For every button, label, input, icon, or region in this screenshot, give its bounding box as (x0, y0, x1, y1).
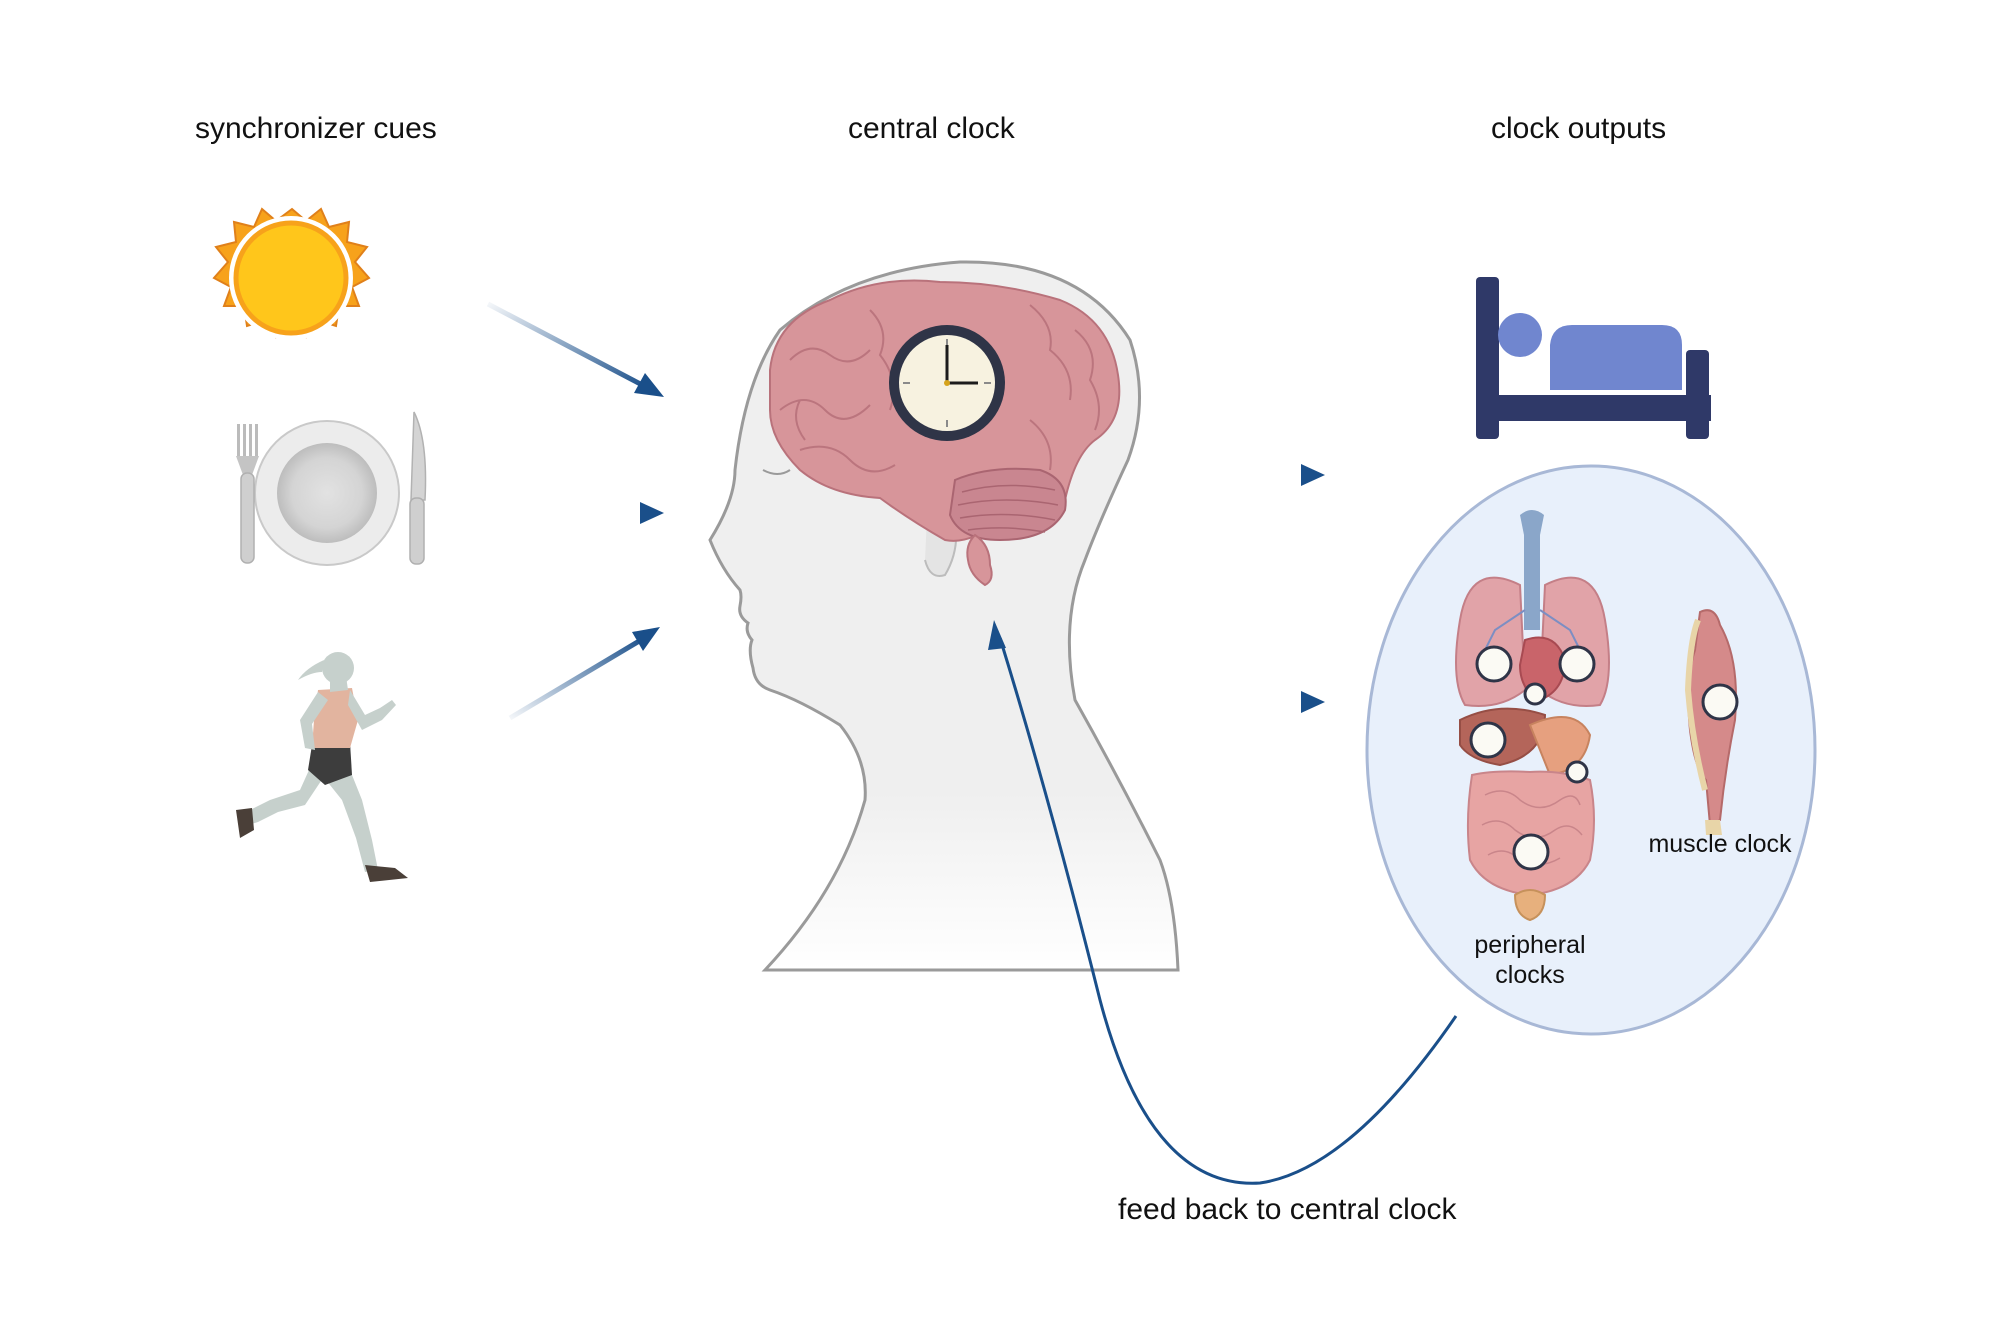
output-arrow-sleep (1217, 464, 1325, 486)
header-synchronizer-cues: synchronizer cues (195, 112, 437, 145)
label-feed-back: feed back to central clock (1118, 1193, 1457, 1226)
label-muscle-clock: muscle clock (1648, 830, 1792, 858)
header-clock-outputs: clock outputs (1491, 112, 1667, 145)
input-arrow-food (488, 502, 664, 524)
runner-icon (236, 652, 408, 882)
sun-icon (212, 207, 371, 340)
input-arrow-exercise (508, 627, 660, 721)
label-peripheral-clocks: peripheral clocks (1445, 930, 1615, 990)
label-peripheral-line1: peripheral (1474, 931, 1586, 959)
label-peripheral-line2: clocks (1495, 961, 1565, 989)
header-central-clock: central clock (848, 112, 1015, 145)
muscle-leg-icon (1684, 609, 1739, 835)
wall-clock-icon (889, 325, 1005, 441)
feedback-arrow (988, 620, 1458, 1185)
input-arrow-sun (486, 301, 664, 397)
bed-icon (1476, 277, 1711, 439)
plate-cutlery-icon (236, 411, 427, 566)
organ-clock-icons (1469, 645, 1596, 871)
output-arrow-organs (1217, 691, 1325, 713)
organs-icon (1455, 510, 1610, 922)
